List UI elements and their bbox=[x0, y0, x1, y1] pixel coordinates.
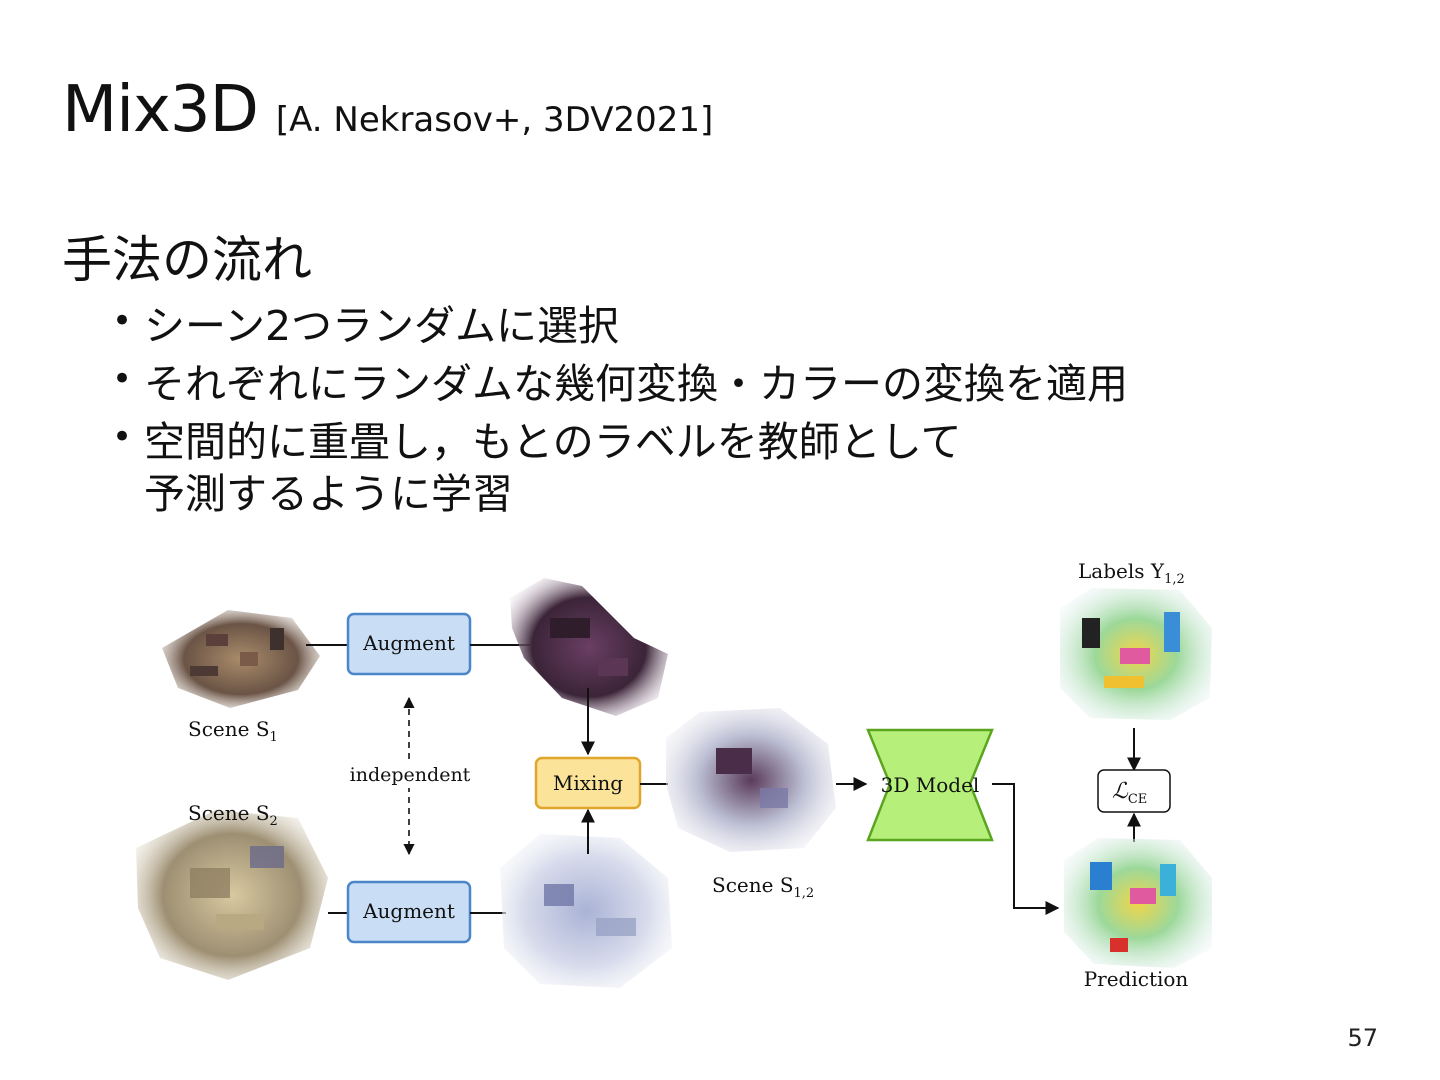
bullet-text: それぞれにランダムな幾何変換・カラーの変換を適用 bbox=[144, 360, 1128, 409]
bullet-text-continuation: 予測するように学習 bbox=[144, 470, 513, 519]
bullet-dot: • bbox=[112, 301, 133, 341]
augment-bottom-box: Augment bbox=[346, 880, 472, 944]
augment-bottom-label: Augment bbox=[362, 899, 455, 923]
mixing-label: Mixing bbox=[553, 771, 623, 795]
independent-label: independent bbox=[350, 764, 471, 786]
scene-s1-image bbox=[162, 610, 320, 708]
title-reference: [A. Nekrasov+, 3DV2021] bbox=[275, 100, 714, 140]
prediction-label: Prediction bbox=[1084, 967, 1189, 991]
slide-title: Mix3D[A. Nekrasov+, 3DV2021] bbox=[62, 78, 713, 142]
title-main: Mix3D bbox=[62, 73, 259, 147]
bullet-item: • 空間的に重畳し，もとのラベルを教師として 予測するように学習 bbox=[112, 416, 1128, 520]
augmented-scene-2-image bbox=[500, 834, 672, 988]
mixing-box: Mixing bbox=[534, 756, 642, 810]
bullet-text: シーン2つランダムに選択 bbox=[144, 302, 620, 350]
mixed-scene-label: Scene S1,2 bbox=[712, 873, 814, 901]
page-number: 57 bbox=[1347, 1024, 1378, 1052]
bullet-dot: • bbox=[112, 417, 133, 458]
model-label: 3D Model bbox=[881, 773, 980, 797]
section-heading: 手法の流れ bbox=[62, 231, 312, 289]
augment-top-box: Augment bbox=[346, 612, 472, 676]
arrow-to-prediction bbox=[992, 783, 1060, 915]
bullet-text: 空間的に重畳し，もとのラベルを教師として bbox=[144, 418, 962, 467]
prediction-image bbox=[1064, 838, 1212, 968]
mixed-scene-image bbox=[666, 708, 836, 852]
bullet-dot: • bbox=[112, 359, 133, 400]
augment-top-label: Augment bbox=[362, 631, 455, 655]
mix3d-pipeline-diagram: Scene S1 Scene S2 Augment Augment indepe… bbox=[136, 559, 1212, 991]
scene-s1-label: Scene S1 bbox=[188, 717, 278, 745]
labels-y-label: Labels Y1,2 bbox=[1078, 559, 1185, 587]
model-shape: 3D Model bbox=[866, 728, 994, 842]
scene-s2-image bbox=[136, 810, 328, 980]
labels-image bbox=[1060, 588, 1212, 720]
augmented-scene-1-image bbox=[510, 578, 668, 716]
loss-box: ℒCE bbox=[1097, 769, 1171, 813]
bullet-item: • それぞれにランダムな幾何変換・カラーの変換を適用 bbox=[112, 358, 1128, 410]
loss-label: ℒCE bbox=[1112, 779, 1147, 807]
bullet-item: • シーン2つランダムに選択 bbox=[112, 300, 1128, 352]
scene-s2-label: Scene S2 bbox=[188, 801, 278, 829]
bullet-list: • シーン2つランダムに選択 • それぞれにランダムな幾何変換・カラーの変換を適… bbox=[112, 300, 1128, 526]
